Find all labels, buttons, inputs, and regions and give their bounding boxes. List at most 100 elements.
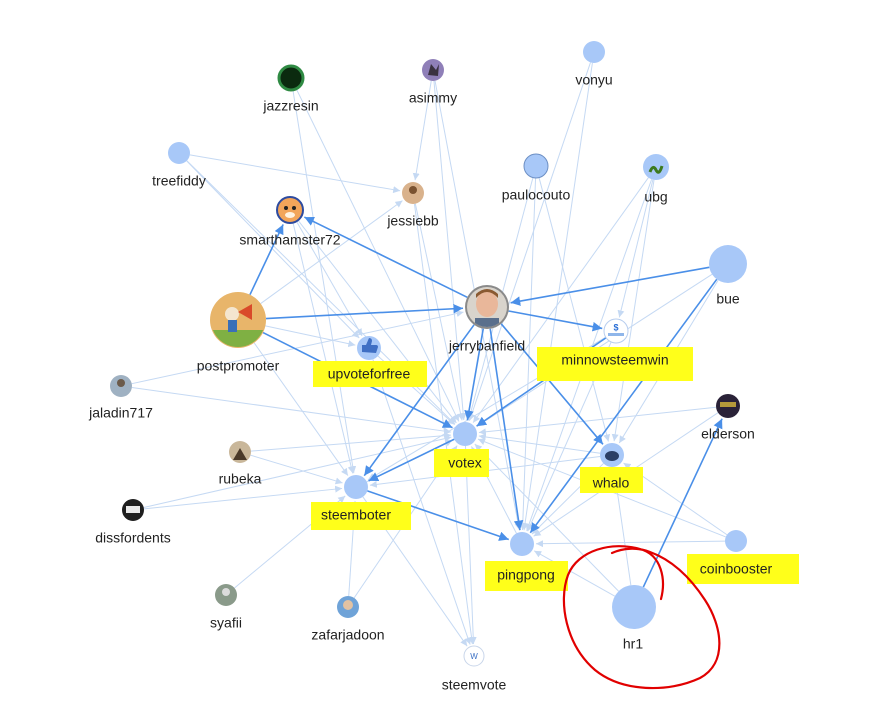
node-label-steemboter: steemboter xyxy=(321,507,391,523)
highlight-steemboter xyxy=(311,502,411,530)
node-label-postpromoter: postpromoter xyxy=(197,358,280,374)
node-syafii[interactable]: syafii xyxy=(210,584,242,631)
edge-jerrybanfield-to-minnowsteemwin xyxy=(508,310,603,332)
worm-avatar xyxy=(643,154,669,180)
node-dissfordents[interactable]: dissfordents xyxy=(95,499,171,546)
node-ubg[interactable]: ubg xyxy=(643,154,669,205)
node-label-jessiebb: jessiebb xyxy=(386,213,439,229)
node-coinbooster[interactable]: coinbooster xyxy=(700,530,773,577)
edge-paulocouto-to-pingpong xyxy=(519,177,537,531)
edge-postpromoter-to-jessiebb xyxy=(260,200,403,304)
edge-jessiebb-to-votex xyxy=(414,203,464,421)
edge-hr1-to-votex xyxy=(474,443,619,592)
node-label-rubeka: rubeka xyxy=(219,471,262,487)
node-label-syafii: syafii xyxy=(210,615,242,631)
node-label-jazzresin: jazzresin xyxy=(262,98,318,114)
edge-asimmy-to-votex xyxy=(433,80,467,421)
edge-treefiddy-to-upvoteforfree xyxy=(186,160,360,339)
dark-green-circle-avatar xyxy=(277,64,305,92)
node-label-minnowsteemwin: minnowsteemwin xyxy=(561,352,668,368)
red-hand-drawn-circle-annotation xyxy=(562,545,721,690)
node-treefiddy[interactable]: treefiddy xyxy=(152,142,206,189)
node-upvoteforfree[interactable]: upvoteforfree xyxy=(328,336,411,382)
edge-jaladin717-to-jerrybanfield xyxy=(131,310,464,385)
node-jerrybanfield[interactable]: jerrybanfield xyxy=(448,285,525,354)
node-steemvote[interactable]: W steemvote xyxy=(442,645,507,693)
edge-postpromoter-to-jerrybanfield xyxy=(265,303,464,320)
node-votex[interactable]: votex xyxy=(448,422,482,471)
node-label-zafarjadoon: zafarjadoon xyxy=(311,627,384,643)
edge-jaladin717-to-votex xyxy=(131,387,452,435)
highlight-pingpong xyxy=(485,561,568,591)
node-label-jaladin717: jaladin717 xyxy=(88,405,153,421)
edge-vonyu-to-pingpong xyxy=(521,62,593,531)
hamster-avatar xyxy=(276,196,304,224)
edge-postpromoter-to-steemboter xyxy=(253,342,349,476)
edge-dissfordents-to-steemboter xyxy=(143,485,343,510)
svg-text:W: W xyxy=(470,652,478,661)
node-bue[interactable]: bue xyxy=(709,245,747,307)
edge-jerrybanfield-to-smarthamster72 xyxy=(304,216,468,298)
steem-logo-avatar xyxy=(603,318,629,344)
edge-treefiddy-to-jessiebb xyxy=(189,154,401,194)
node-label-jerrybanfield: jerrybanfield xyxy=(448,338,525,354)
node-smarthamster72[interactable]: smarthamster72 xyxy=(239,196,341,248)
edge-votex-to-steemvote xyxy=(464,445,477,645)
node-label-paulocouto: paulocouto xyxy=(502,187,571,203)
edge-rubeka-to-steemboter xyxy=(250,454,343,485)
edge-dissfordents-to-votex xyxy=(143,435,452,509)
edge-jerrybanfield-to-whalo xyxy=(500,323,604,445)
node-steemboter[interactable]: steemboter xyxy=(321,475,391,523)
edge-vonyu-to-votex xyxy=(468,62,591,421)
edge-postpromoter-to-smarthamster72 xyxy=(249,224,284,296)
node-rubeka[interactable]: rubeka xyxy=(219,441,262,487)
node-label-asimmy: asimmy xyxy=(409,90,457,106)
edge-bue-to-jerrybanfield xyxy=(510,266,710,306)
highlight-votex xyxy=(434,449,489,477)
highlight-minnowsteemwin xyxy=(537,347,693,381)
edge-smarthamster72-to-steemboter xyxy=(292,223,355,474)
node-whalo[interactable]: whalo xyxy=(592,443,630,491)
highlight-coinbooster xyxy=(687,554,799,584)
edge-votex-to-steemboter xyxy=(368,438,455,482)
node-jazzresin[interactable]: jazzresin xyxy=(262,64,319,114)
node-hr1[interactable]: hr1 xyxy=(612,585,656,652)
edge-paulocouto-to-whalo xyxy=(538,177,611,442)
node-label-dissfordents: dissfordents xyxy=(95,530,170,546)
node-asimmy[interactable]: asimmy xyxy=(409,59,457,106)
node-vonyu[interactable]: vonyu xyxy=(575,41,613,88)
edge-asimmy-to-jessiebb xyxy=(412,80,432,181)
node-label-vonyu: vonyu xyxy=(575,72,612,88)
edge-jazzresin-to-votex xyxy=(296,89,460,422)
node-elderson[interactable]: elderson xyxy=(701,394,755,442)
node-jessiebb[interactable]: jessiebb xyxy=(386,182,439,229)
edge-ubg-to-whalo xyxy=(611,179,655,442)
edge-jerrybanfield-to-votex xyxy=(464,328,485,421)
edge-elderson-to-votex xyxy=(478,406,717,436)
svg-text:$: $ xyxy=(613,322,618,332)
edge-postpromoter-to-upvoteforfree xyxy=(265,325,356,348)
node-pingpong[interactable]: pingpong xyxy=(497,532,555,583)
edge-smarthamster72-to-votex xyxy=(298,220,457,424)
node-label-upvoteforfree: upvoteforfree xyxy=(328,366,411,382)
node-label-votex: votex xyxy=(448,455,481,471)
edge-bue-to-pingpong xyxy=(529,278,718,534)
node-postpromoter[interactable]: postpromoter xyxy=(197,292,280,374)
edge-upvoteforfree-to-steemvote xyxy=(372,359,472,645)
node-minnowsteemwin[interactable]: $ minnowsteemwin xyxy=(561,318,669,368)
node-label-steemvote: steemvote xyxy=(442,677,507,693)
edge-rubeka-to-votex xyxy=(250,432,452,452)
edge-jerrybanfield-to-pingpong xyxy=(489,328,524,531)
node-label-smarthamster72: smarthamster72 xyxy=(239,232,340,248)
node-label-pingpong: pingpong xyxy=(497,567,555,583)
highlight-whalo xyxy=(580,467,643,493)
node-paulocouto[interactable]: paulocouto xyxy=(502,153,571,203)
node-layer: jazzresin asimmy vonyu treefiddy pauloco… xyxy=(88,41,773,693)
node-label-bue: bue xyxy=(716,291,740,307)
node-jaladin717[interactable]: jaladin717 xyxy=(88,375,153,421)
node-zafarjadoon[interactable]: zafarjadoon xyxy=(311,596,385,643)
edge-smarthamster72-to-upvoteforfree xyxy=(296,221,363,337)
edge-steemboter-to-pingpong xyxy=(367,490,510,541)
edge-jazzresin-to-steemboter xyxy=(292,90,357,474)
